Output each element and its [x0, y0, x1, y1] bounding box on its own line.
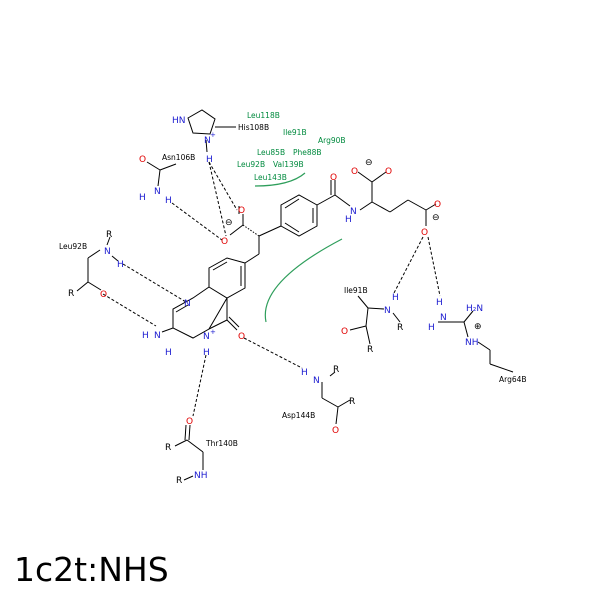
gamma-o1: O [434, 200, 441, 210]
ile91-r: R [397, 323, 403, 333]
asn-h2-label: H [165, 196, 172, 206]
his-hn-label: HN [172, 116, 186, 126]
label-leu92: Leu92B [59, 242, 87, 251]
asp144-n: N [313, 376, 320, 386]
asp144-o: O [332, 426, 339, 436]
label-his108: His108B [238, 123, 269, 132]
leu92-r2: R [68, 289, 74, 299]
arg-h2n: H₂N [466, 304, 483, 314]
label-asp144: Asp144B [282, 411, 315, 420]
asn-h1-label: H [139, 193, 146, 203]
protein-bonds [76, 109, 514, 481]
asn-o-label: O [139, 155, 146, 165]
quinazoline-n1: N [184, 299, 191, 309]
label-asn106: Asn106B [162, 153, 195, 162]
quinazoline-n3: N [203, 332, 210, 342]
label-arg90: Arg90B [318, 136, 346, 145]
ile91-o: O [341, 327, 348, 337]
his-n-label: N [204, 136, 211, 146]
gamma-minus: ⊖ [432, 213, 440, 223]
residue-labels: Leu118B His108B Ile91B Arg90B Leu85B Phe… [59, 111, 527, 448]
label-ile91-top: Ile91B [283, 128, 307, 137]
amino-h: H [142, 331, 149, 341]
hydrophobic-arc-lower [264, 238, 343, 323]
ligand-bonds [161, 171, 437, 339]
asp144-r: R [333, 365, 339, 375]
label-leu85: Leu85B [257, 148, 285, 157]
thr140-r2: R [176, 476, 182, 486]
amide-o: O [330, 173, 337, 183]
arg-h: H [436, 298, 443, 308]
arg-h-lower: H [428, 323, 435, 333]
leu92-n: N [104, 247, 111, 257]
hydrogen-bonds [102, 161, 441, 417]
page-title: 1c2t:NHS [14, 550, 169, 589]
label-leu118: Leu118B [247, 111, 280, 120]
quinazoline-plus: + [210, 328, 216, 336]
leu92-h: H [117, 260, 124, 270]
leu92-r: R [106, 230, 112, 240]
arg-n: N [440, 313, 447, 323]
arg-nh: NH [465, 338, 479, 348]
leu92-o: O [100, 290, 107, 300]
thr140-nh: NH [194, 471, 208, 481]
glu-o2: O [385, 167, 392, 177]
quinazoline-o: O [238, 332, 245, 342]
arg-plus: ⊕ [474, 322, 482, 332]
label-arg64: Arg64B [499, 375, 527, 384]
ile91-n: N [384, 306, 391, 316]
thr140-o: O [186, 417, 193, 427]
label-leu92-top: Leu92B [237, 160, 265, 169]
asp144-r2: R [349, 397, 355, 407]
his-h-label: H [206, 155, 213, 165]
carboxylate-o2: O [221, 237, 228, 247]
label-leu143: Leu143B [254, 173, 287, 182]
label-thr140: Thr140B [205, 439, 238, 448]
carboxylate-minus: ⊖ [225, 218, 233, 228]
amide-h: H [345, 215, 352, 225]
his-plus-label: + [210, 131, 216, 139]
ile91-r2: R [367, 345, 373, 355]
quinazoline-h: H [203, 348, 210, 358]
ile91-h: H [392, 293, 399, 303]
asp144-h: H [301, 368, 308, 378]
label-ile91: Ile91B [344, 286, 368, 295]
gamma-o2: O [421, 228, 428, 238]
amino-n: N [154, 331, 161, 341]
carboxylate-o1: O [238, 206, 245, 216]
glu-o1: O [351, 167, 358, 177]
amino-h2: H [165, 348, 172, 358]
glu-minus: ⊖ [365, 158, 373, 168]
atom-labels: HN N + H O N H H ⊖ O O O N H ⊖ O O O ⊖ O… [68, 116, 483, 486]
label-phe88: Phe88B [293, 148, 322, 157]
label-val139: Val139B [273, 160, 304, 169]
amide-n: N [350, 207, 357, 217]
asn-n-label: N [154, 187, 161, 197]
hydrophobic-arc-upper [254, 172, 306, 187]
thr140-r: R [165, 443, 171, 453]
